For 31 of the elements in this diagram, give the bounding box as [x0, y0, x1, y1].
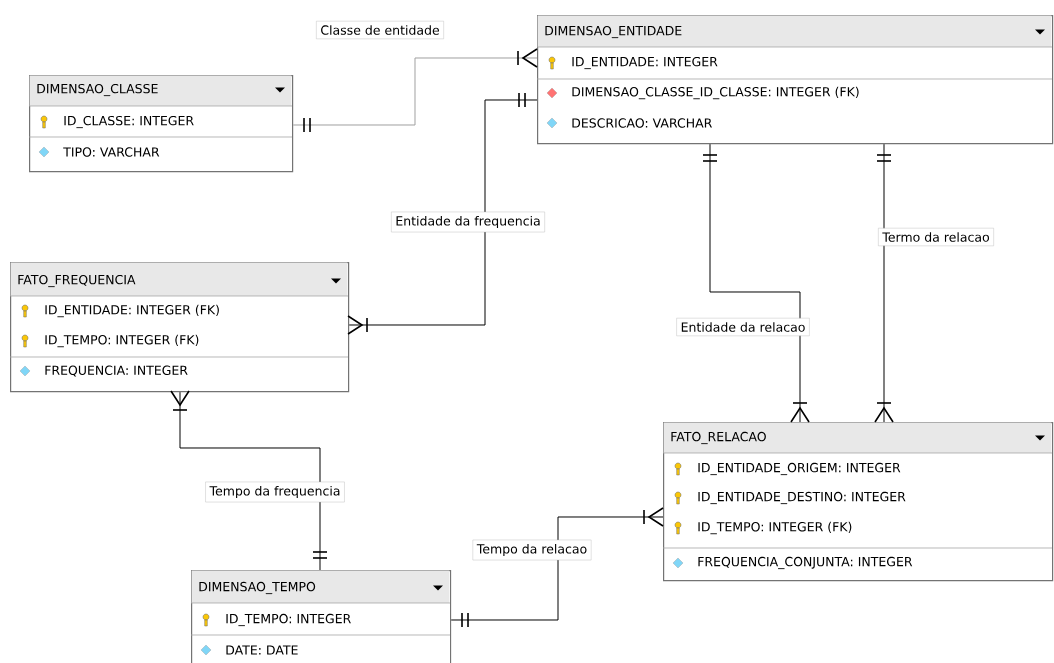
edge-label: Tempo da frequencia [205, 481, 345, 503]
edge-label: Tempo da relacao [472, 539, 592, 561]
edge-label: Classe de entidade [316, 20, 444, 40]
relationship-line [292, 48, 538, 133]
table-name: FATO_FREQUENCIA [18, 274, 136, 288]
table-name: DIMENSAO_TEMPO [199, 581, 316, 595]
relationship-line [347, 92, 538, 335]
relationship-line [702, 143, 810, 423]
column-name: ID_TEMPO: INTEGER (FK) [698, 521, 852, 535]
column-name: TIPO: VARCHAR [63, 147, 160, 157]
column-name: ID_ENTIDADE: INTEGER (FK) [45, 304, 219, 318]
column-name: ID_ENTIDADE_ORIGEM: INTEGER [698, 462, 901, 476]
column-name: ID_TEMPO: INTEGER [226, 613, 351, 627]
relationship-line [874, 143, 894, 423]
edge-label: Termo da relacao [878, 227, 994, 247]
column-name: DIMENSAO_CLASSE_ID_CLASSE: INTEGER (FK) [572, 86, 859, 100]
column-name: ID_CLASSE: INTEGER [64, 115, 194, 129]
column-name: DESCRICAO: VARCHAR [572, 118, 712, 128]
table-name: FATO_RELACAO [671, 431, 766, 445]
table-name: DIMENSAO_ENTIDADE [545, 25, 682, 39]
column-name: ID_ENTIDADE_DESTINO: INTEGER [698, 491, 906, 505]
relationship-line [170, 390, 328, 571]
column-name: FREQUENCIA_CONJUNTA: INTEGER [698, 556, 913, 570]
edge-label: Entidade da relacao [676, 317, 810, 337]
relationship-line [450, 507, 664, 628]
column-name: FREQUENCIA: INTEGER [45, 365, 188, 377]
column-name: ID_TEMPO: INTEGER (FK) [45, 334, 199, 348]
table-name: DIMENSAO_CLASSE [37, 83, 158, 97]
column-name: ID_ENTIDADE: INTEGER [572, 56, 718, 70]
column-name: DATE: DATE [226, 645, 298, 655]
edge-label: Entidade da frequencia [391, 211, 545, 233]
